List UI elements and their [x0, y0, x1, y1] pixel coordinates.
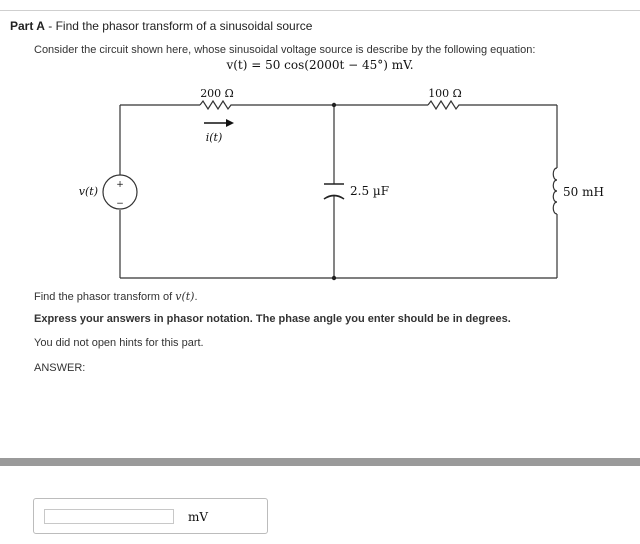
source-equation: v(t) = 50 cos(2000t − 45°) mV. — [226, 58, 414, 72]
source-minus-sign: − — [116, 199, 124, 209]
question-prompt: Find the phasor transform of v(t). — [34, 290, 198, 303]
resistor-100-symbol — [427, 99, 462, 111]
node-bottom-middle — [331, 275, 337, 281]
capacitor-label: 2.5 µF — [350, 184, 389, 198]
part-label: Part A — [10, 19, 45, 33]
circuit-diagram: 200 Ω i(t) 100 Ω + − v(t) 2.5 µF 50 mH — [79, 87, 604, 281]
part-heading: - Find the phasor transform of a sinusoi… — [44, 19, 313, 33]
current-label: i(t) — [206, 131, 223, 144]
question-prompt-text: Find the phasor transform of — [34, 291, 176, 303]
resistor-200-symbol — [199, 99, 234, 111]
inductor-symbol — [552, 167, 558, 215]
part-title: Part A - Find the phasor transform of a … — [10, 19, 312, 33]
answer-box: mV — [33, 498, 268, 534]
source-label: v(t) — [79, 185, 98, 198]
section-divider-band — [0, 458, 640, 466]
voltage-source-symbol — [102, 174, 138, 210]
inductor-label: 50 mH — [563, 185, 604, 199]
question-prompt-math: v(t) — [175, 290, 195, 303]
question-prompt-end: . — [194, 291, 198, 303]
problem-intro: Consider the circuit shown here, whose s… — [34, 44, 536, 56]
source-plus-sign: + — [116, 180, 124, 190]
capacitor-plate-bottom — [323, 194, 345, 200]
answer-input[interactable] — [44, 509, 174, 524]
resistor-200-label: 200 Ω — [200, 87, 234, 100]
question-instruction: Express your answers in phasor notation.… — [34, 313, 511, 325]
current-arrowhead-icon — [226, 119, 234, 127]
top-divider — [0, 10, 640, 11]
node-top-middle — [331, 102, 337, 108]
hints-status: You did not open hints for this part. — [34, 337, 204, 349]
answer-label: ANSWER: — [34, 362, 86, 374]
resistor-100-label: 100 Ω — [428, 87, 462, 100]
answer-unit: mV — [188, 510, 209, 524]
